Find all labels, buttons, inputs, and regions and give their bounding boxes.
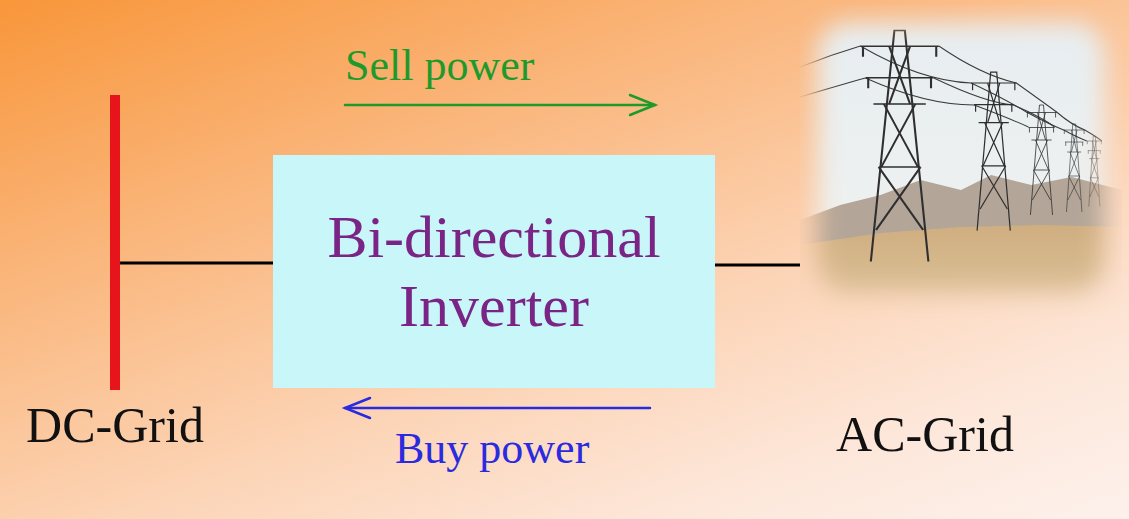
transmission-tower-picture xyxy=(800,5,1122,335)
inverter-name: Bi-directional Inverter xyxy=(293,203,695,341)
dc-bus-bar: DC-Grid xyxy=(110,95,120,390)
grid-name: DC-Grid xyxy=(26,396,204,454)
inverter-box: Bi-directional Inverter xyxy=(273,155,715,388)
connector-line xyxy=(715,264,800,267)
buy-power-label: Buy power xyxy=(395,423,589,474)
connector-line xyxy=(120,262,273,265)
buy-arrow xyxy=(345,398,650,418)
ac-grid-picture: AC-Grid xyxy=(800,5,1122,335)
sell-arrow xyxy=(345,95,655,115)
grid-name: AC-Grid xyxy=(836,405,1014,463)
sell-power-label: Sell power xyxy=(345,40,534,91)
